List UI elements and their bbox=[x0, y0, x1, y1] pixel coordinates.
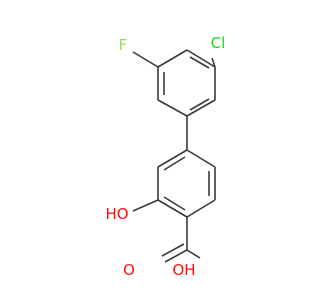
fluorine-label: F bbox=[119, 36, 128, 54]
double-bond-inner bbox=[163, 196, 186, 211]
bond bbox=[186, 49, 216, 68]
bond bbox=[186, 149, 216, 168]
double-bond-inner bbox=[163, 156, 186, 171]
bond bbox=[157, 99, 188, 117]
bond bbox=[186, 199, 216, 218]
acid-oxygen-label: OH bbox=[172, 261, 195, 279]
carbonyl-double-bond-a bbox=[164, 249, 188, 263]
bond-to-hydroxyl bbox=[132, 199, 159, 212]
double-bond-inner bbox=[189, 98, 210, 111]
bond bbox=[157, 49, 188, 68]
bond-to-chlorine bbox=[211, 57, 216, 68]
chlorine-label: Cl bbox=[211, 34, 226, 52]
structure-diagram: F Cl HO O OH bbox=[105, 34, 226, 279]
upper-ring bbox=[132, 49, 216, 117]
carbonyl-oxygen-label: O bbox=[123, 261, 135, 279]
bond bbox=[157, 199, 188, 218]
carbonyl-double-bond-b bbox=[161, 243, 185, 257]
bond-to-acid-oxygen bbox=[186, 249, 201, 259]
bond bbox=[157, 149, 188, 168]
lower-ring bbox=[132, 149, 216, 263]
bond bbox=[186, 99, 216, 117]
hydroxyl-oxygen-label: HO bbox=[105, 205, 128, 223]
double-bond-inner bbox=[189, 56, 210, 69]
bond-to-fluorine bbox=[132, 51, 159, 68]
